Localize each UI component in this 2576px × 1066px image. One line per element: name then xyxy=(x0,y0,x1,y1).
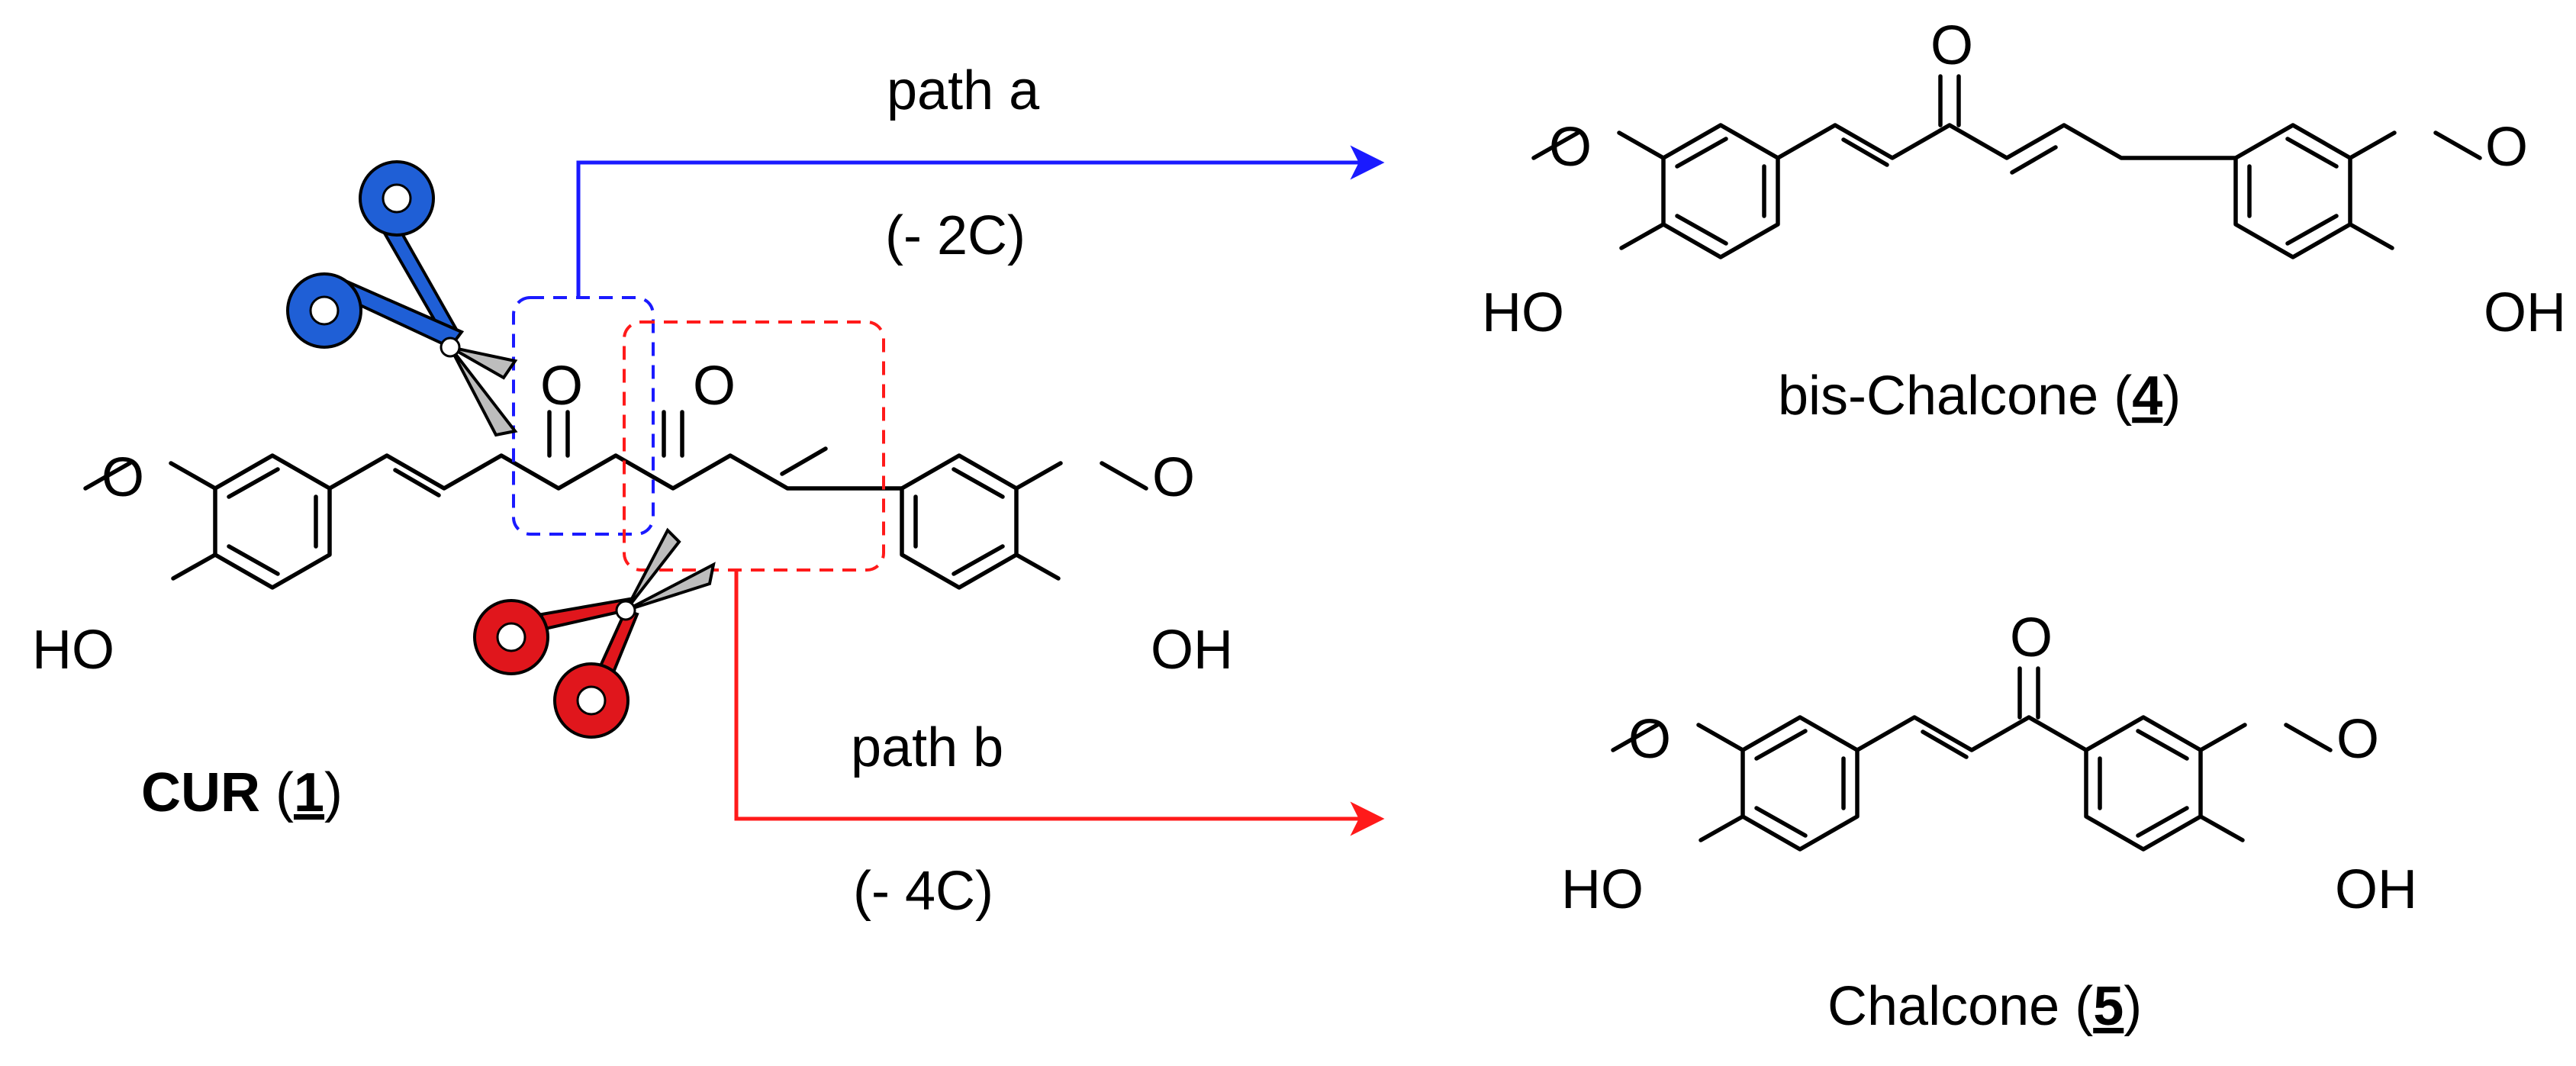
bis-chalcone-ho-left: HO xyxy=(1482,282,1564,343)
red-scissors-icon xyxy=(473,527,716,739)
curcumin-ho-left: HO xyxy=(32,620,114,681)
chalcone-methoxy-o-left: O xyxy=(1628,709,1671,770)
bis-chalcone-label: bis-Chalcone (4) xyxy=(1778,366,2181,427)
chalcone-oh-right: OH xyxy=(2335,859,2417,920)
bis-chalcone-number: 4 xyxy=(2132,366,2162,427)
path-a-cleavage-box xyxy=(512,296,655,536)
curcumin-structure: O HO O O O OH xyxy=(32,356,1233,681)
chalcone-keto-o: O xyxy=(2010,607,2053,668)
chalcone-ho-left: HO xyxy=(1561,859,1644,920)
path-a-label: path a xyxy=(887,60,1040,121)
bis-chalcone-oh-right: OH xyxy=(2484,282,2566,343)
path-b-loss: (- 4C) xyxy=(853,861,993,922)
curcumin-name: CUR xyxy=(141,762,260,823)
path-b-arrow xyxy=(734,570,1385,836)
chalcone-number: 5 xyxy=(2093,976,2124,1037)
curcumin-label: CUR (1) xyxy=(141,762,343,823)
bis-chalcone-name: bis-Chalcone xyxy=(1778,366,2098,427)
curcumin-methoxy-o-left: O xyxy=(101,447,144,508)
bis-chalcone-methoxy-o-right: O xyxy=(2485,117,2528,178)
chalcone-methoxy-o-right: O xyxy=(2336,709,2379,770)
chalcone-label: Chalcone (5) xyxy=(1827,976,2142,1037)
bis-chalcone-structure: O HO O O OH xyxy=(1482,15,2566,343)
curcumin-number: 1 xyxy=(294,762,324,823)
path-a-loss: (- 2C) xyxy=(885,205,1026,266)
bis-chalcone-methoxy-o-left: O xyxy=(1549,117,1592,178)
curcumin-keto-o-2: O xyxy=(693,356,736,417)
bis-chalcone-keto-o: O xyxy=(1930,15,1973,76)
curcumin-oh-right: OH xyxy=(1151,620,1233,681)
path-b-label: path b xyxy=(851,717,1003,778)
curcumin-methoxy-o-right: O xyxy=(1152,447,1195,508)
chalcone-name: Chalcone xyxy=(1827,976,2059,1037)
chalcone-structure: O HO O O OH xyxy=(1561,607,2417,920)
path-b-cleavage-box xyxy=(623,320,885,572)
blue-scissors-icon xyxy=(286,160,518,437)
curcumin-keto-o-1: O xyxy=(540,356,583,417)
path-a-arrow xyxy=(576,145,1385,298)
